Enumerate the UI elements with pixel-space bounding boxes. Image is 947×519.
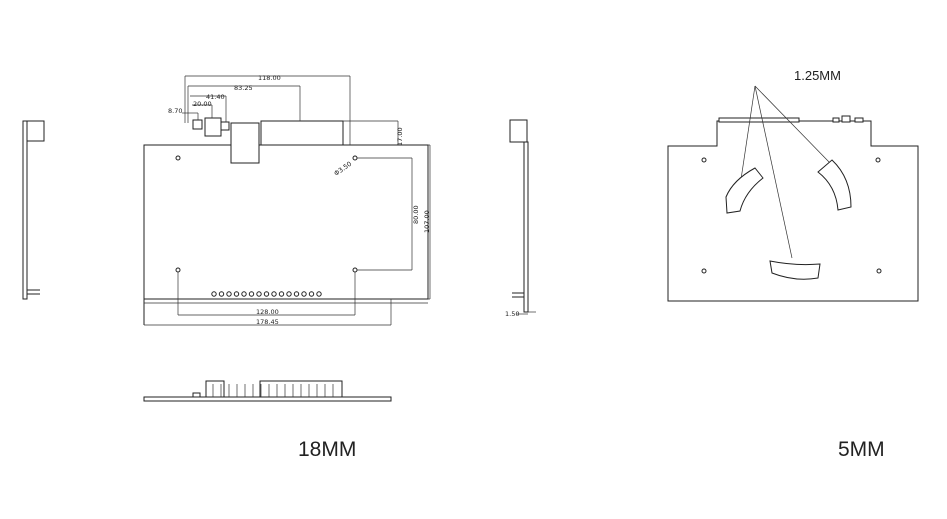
mount-hole — [175, 155, 181, 161]
pad-bottom — [769, 260, 821, 280]
jack-component — [204, 117, 222, 137]
header-pin — [278, 291, 285, 297]
usb-port — [230, 122, 260, 164]
dim-83-25: 83.25 — [234, 84, 253, 92]
dim-41-40: 41.40 — [206, 93, 225, 101]
header-pin — [218, 291, 225, 297]
header-pin — [263, 291, 270, 297]
dim-hole-diameter: Φ3.50 — [333, 160, 354, 178]
header-pin — [248, 291, 255, 297]
thickness-caption-left: 18MM — [298, 438, 356, 461]
mount-hole — [875, 157, 881, 163]
small-connector — [192, 119, 203, 130]
header-pin — [241, 291, 247, 297]
mount-hole — [352, 267, 358, 273]
left-side-profile — [22, 120, 45, 300]
mount-hole — [701, 268, 707, 274]
right-board-view: 1.25MM — [667, 68, 919, 302]
board-outline — [143, 144, 429, 300]
dim-80-00: 80.00 — [412, 205, 420, 224]
dim-178-45: 178.45 — [256, 318, 279, 326]
pad-right — [817, 159, 852, 211]
header-pin — [301, 291, 307, 297]
dim-128-00: 128.00 — [256, 308, 279, 316]
dim-118: 118.00 — [258, 74, 281, 82]
header-pin — [211, 291, 217, 297]
header-pin — [226, 291, 232, 297]
pad-left — [725, 167, 764, 214]
dim-107-00: 107.00 — [423, 210, 431, 233]
header-pin — [286, 291, 292, 297]
header-pin — [293, 291, 300, 297]
dim-1-50: 1.50 — [505, 310, 519, 318]
header-pin — [271, 291, 277, 297]
pin-header-row — [211, 291, 322, 297]
middle-side-profile: 1.50 — [505, 119, 536, 318]
dim-8-70: 8.70 — [168, 107, 182, 115]
main-board-front-view: 118.00 83.25 41.40 20.00 8.70 17.00 Φ3.5… — [143, 74, 431, 326]
header-pin — [308, 291, 315, 297]
dim-17-00: 17.00 — [396, 127, 404, 146]
board-edge-view — [143, 380, 392, 402]
right-board-outline — [667, 120, 919, 302]
dim-20-00: 20.00 — [193, 100, 212, 108]
header-pin — [256, 291, 262, 297]
header-pin — [233, 291, 240, 297]
mount-hole — [352, 155, 358, 161]
callout-label: 1.25MM — [794, 68, 841, 83]
mount-hole — [876, 268, 882, 274]
ribbon-connector — [260, 120, 344, 146]
mount-hole — [175, 267, 181, 273]
mount-hole — [701, 157, 707, 163]
thickness-caption-right: 5MM — [838, 438, 885, 461]
header-pin — [316, 291, 322, 297]
heat-fins — [212, 384, 334, 397]
